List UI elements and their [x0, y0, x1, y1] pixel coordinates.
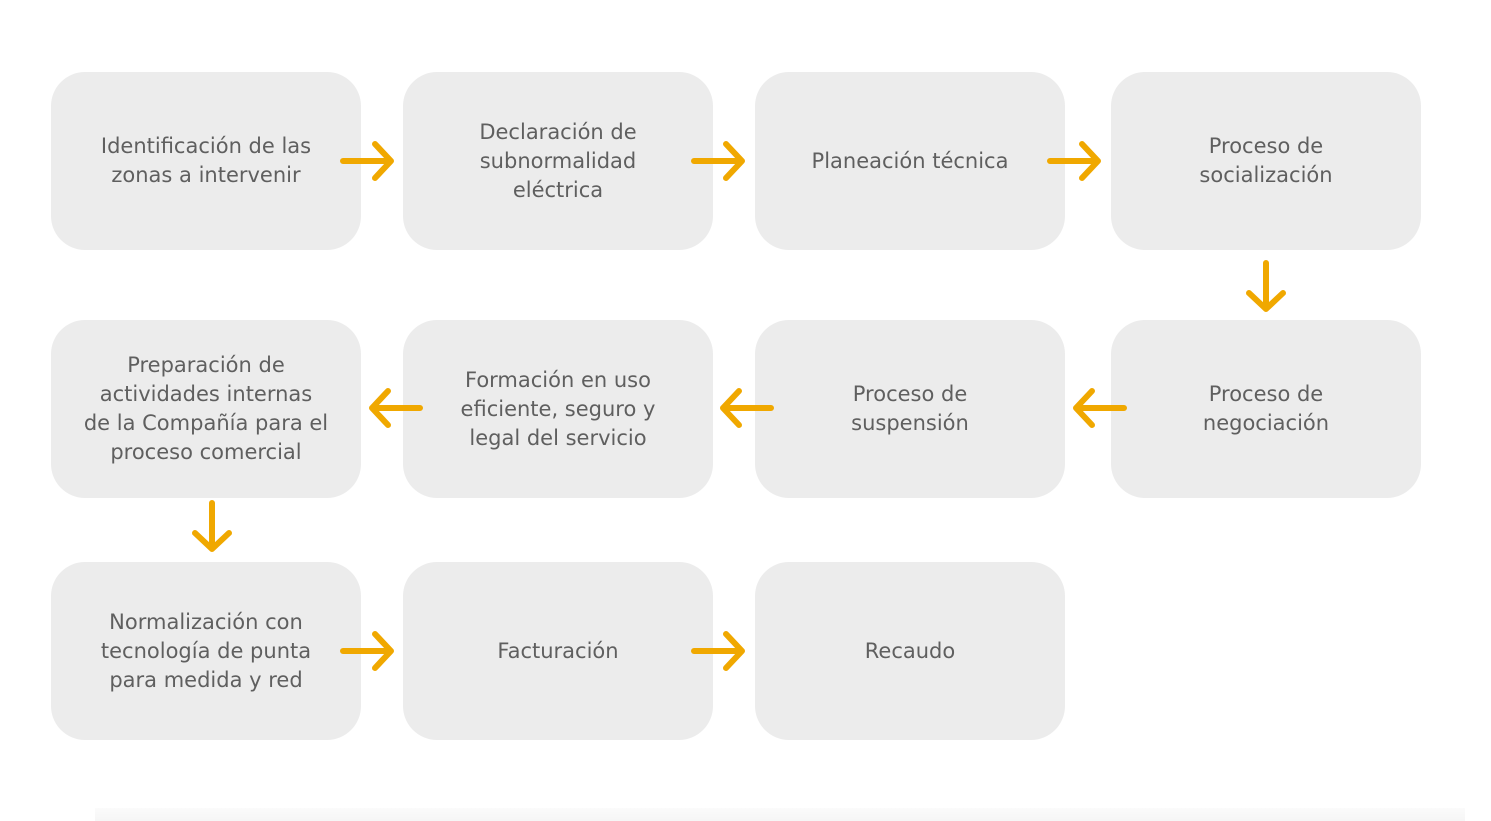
arrow-down-icon [192, 500, 232, 552]
step-label: Preparación de actividades internas de l… [83, 353, 329, 464]
arrow-left-icon [1073, 388, 1127, 428]
step-identificacion-zonas: Identificación de las zonas a intervenir [51, 72, 361, 250]
step-facturacion: Facturación [403, 562, 713, 740]
step-label: Recaudo [864, 638, 956, 663]
arrow-down-icon [1246, 260, 1286, 312]
arrow-right-icon [1047, 141, 1101, 181]
step-preparacion-actividades: Preparación de actividades internas de l… [51, 320, 361, 498]
arrow-right-icon [691, 631, 745, 671]
step-label: Proceso de negociación [1202, 382, 1330, 435]
step-normalizacion-tecnologia: Normalización con tecnología de punta pa… [51, 562, 361, 740]
arrow-left-icon [720, 388, 774, 428]
step-label: Proceso de socialización [1199, 134, 1333, 187]
arrow-left-icon [369, 388, 423, 428]
arrow-right-icon [340, 141, 394, 181]
step-label: Facturación [497, 638, 619, 663]
bottom-shadow [95, 808, 1465, 821]
step-declaracion-subnormalidad: Declaración de subnormalidad eléctrica [403, 72, 713, 250]
step-label: Identificación de las zonas a intervenir [100, 134, 312, 187]
step-proceso-socializacion: Proceso de socialización [1111, 72, 1421, 250]
step-label: Proceso de suspensión [851, 382, 969, 435]
arrow-right-icon [691, 141, 745, 181]
step-label: Planeación técnica [811, 148, 1009, 173]
step-label: Formación en uso eficiente, seguro y leg… [460, 367, 656, 450]
step-proceso-negociacion: Proceso de negociación [1111, 320, 1421, 498]
arrow-right-icon [340, 631, 394, 671]
step-label: Declaración de subnormalidad eléctrica [479, 119, 637, 202]
step-proceso-suspension: Proceso de suspensión [755, 320, 1065, 498]
step-planeacion-tecnica: Planeación técnica [755, 72, 1065, 250]
step-recaudo: Recaudo [755, 562, 1065, 740]
step-label: Normalización con tecnología de punta pa… [100, 609, 312, 692]
step-formacion-uso-eficiente: Formación en uso eficiente, seguro y leg… [403, 320, 713, 498]
